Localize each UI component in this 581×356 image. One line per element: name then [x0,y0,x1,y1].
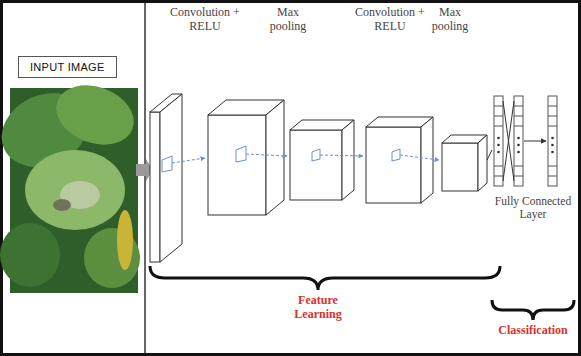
fc-arrow [524,141,546,142]
dot [497,137,500,140]
ellipsis-dots [497,137,554,154]
kernel-window [312,149,320,161]
cuboid-face [160,94,182,262]
input-label-box: INPUT IMAGE [18,56,117,78]
fc-links [503,101,514,181]
classification-brace [492,300,574,320]
flow-arrow [320,155,363,156]
leaf [0,223,60,287]
layer-heading: Convolution + RELU [353,6,427,34]
neuron-column [514,96,523,186]
flow-arrow [246,154,287,156]
layer-heading: Max pooling [264,6,312,34]
cuboid-face [442,143,478,191]
dot [497,151,500,154]
flatten-arrow [487,150,492,160]
cuboid-face [478,135,487,191]
dot [497,144,500,147]
flow-arrow [400,155,439,160]
leaf [48,75,142,155]
section-label: Feature Learning [282,294,354,322]
cuboid-face [266,100,284,215]
kernel-window [162,156,172,172]
kernel-window [392,149,400,161]
layer-heading: Convolution + RELU [168,6,242,34]
dot [551,137,554,140]
cuboid-face [342,120,354,200]
fc-columns [494,96,557,186]
flow-arrow [172,158,205,163]
kernel-window [236,146,246,162]
neuron-column [494,96,503,186]
dot [517,137,520,140]
cuboid-face [290,130,342,200]
leaf [25,150,125,230]
layer-heading: Fully Connected Layer [489,195,577,221]
layer-cuboids [150,94,487,262]
dot [517,144,520,147]
section-label: Classification [489,324,577,338]
cuboid-face [208,115,266,215]
layer-heading: Max pooling [426,6,474,34]
panel-divider [144,3,146,353]
leaf-photo [0,75,142,293]
neuron-dividers [494,106,557,176]
box-label: INPUT IMAGE [30,61,105,73]
neuron-column [548,96,557,186]
cuboid-face [150,112,160,262]
cuboid-face [366,127,421,203]
feature-brace [150,266,500,290]
leaf-stem [117,210,133,270]
dot [551,144,554,147]
leaf-spot [53,199,71,211]
dot [551,151,554,154]
cuboid-face [421,117,433,203]
dot [517,151,520,154]
feature-flow [162,146,439,172]
